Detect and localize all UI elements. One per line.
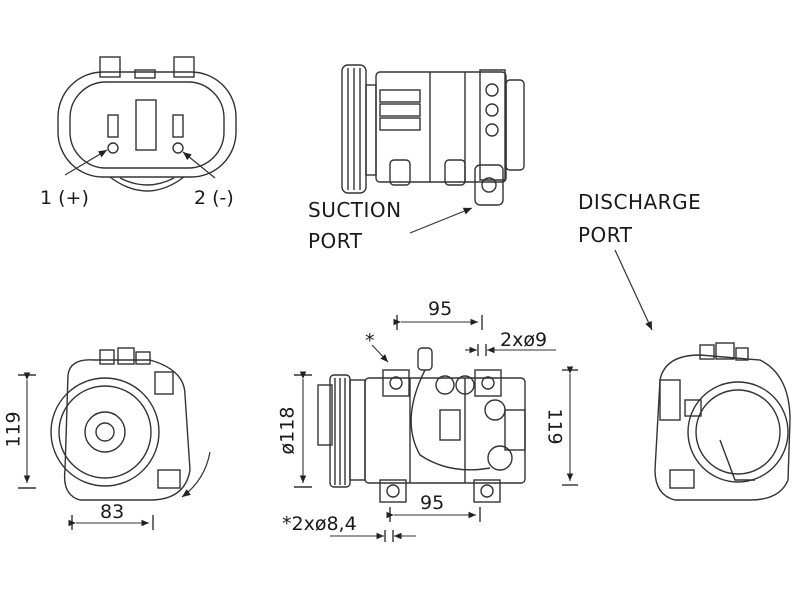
compressor-front-view [50, 347, 191, 501]
bottom-hole-dimension: *2xø8,4 [282, 513, 357, 535]
compressor-side-view [317, 347, 526, 503]
star-marker: * [365, 330, 375, 352]
pin-2-label: 2 (-) [194, 187, 234, 209]
discharge-port-label-line2: PORT [578, 223, 633, 247]
suction-port-label-line2: PORT [308, 229, 363, 253]
front-width-dimension: 83 [100, 501, 125, 523]
pin-1-icon [107, 142, 119, 154]
suction-port-label-line1: SUCTION [308, 198, 402, 222]
pulley-diameter-dimension: ø118 [276, 406, 299, 455]
discharge-port-label-line1: DISCHARGE [578, 190, 702, 214]
electrical-connector [57, 56, 237, 192]
top-bolt-spacing-dimension: 95 [428, 298, 453, 320]
pin-1-label: 1 (+) [40, 187, 89, 209]
top-hole-dimension: 2xø9 [500, 329, 548, 351]
pin-2-icon [172, 142, 184, 154]
side-height-dimension: 119 [543, 408, 566, 445]
compressor-rear-view [654, 342, 791, 501]
bottom-bolt-spacing-dimension: 95 [420, 492, 445, 514]
compressor-top-view [341, 64, 525, 206]
front-height-dimension: 119 [2, 411, 25, 448]
